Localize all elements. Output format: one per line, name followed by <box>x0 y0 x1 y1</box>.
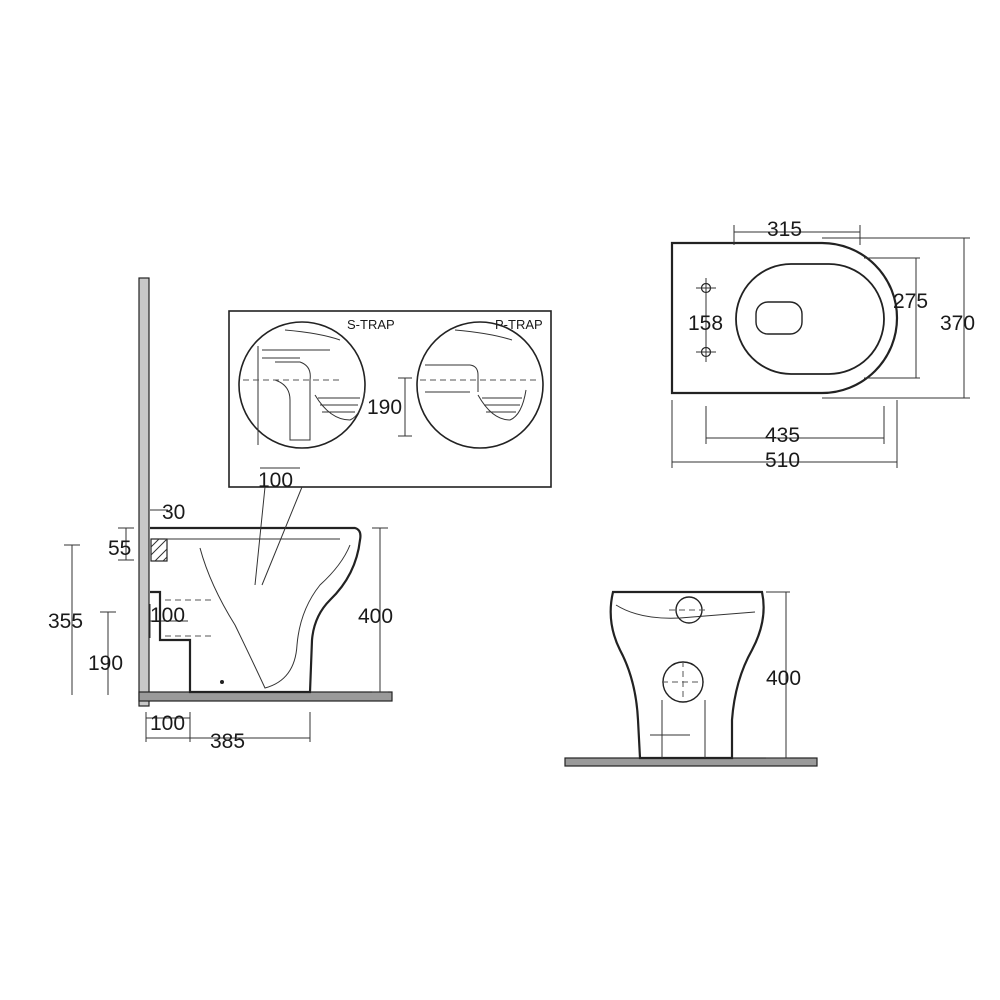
detail-box <box>228 310 552 488</box>
seat-oval <box>735 263 885 375</box>
top-view: 315 275 370 158 435 510 <box>670 218 975 472</box>
toilet-side-profile <box>150 526 362 694</box>
dim-355: 355 <box>48 610 83 633</box>
trap-detail: S-TRAP 100 P-TRAP 190 <box>228 310 552 586</box>
dim-315: 315 <box>767 218 802 241</box>
dim-190-detail: 190 <box>367 396 402 419</box>
front-outline <box>609 590 765 760</box>
dim-385: 385 <box>210 730 245 753</box>
p-trap-detail: P-TRAP 190 <box>367 317 544 449</box>
front-floor <box>564 757 818 767</box>
dim-100-inlet: 100 <box>150 604 185 627</box>
front-view: 400 <box>564 590 818 767</box>
dim-435: 435 <box>765 424 800 447</box>
dim-100-wall: 100 <box>150 712 185 735</box>
bowl-inner <box>199 544 351 689</box>
dim-190: 190 <box>88 652 123 675</box>
dim-275: 275 <box>893 290 928 313</box>
fixing-holes <box>696 278 716 362</box>
dim-55: 55 <box>108 537 131 560</box>
s-trap-detail: S-TRAP 100 <box>238 317 395 492</box>
dim-400-front: 400 <box>766 667 801 690</box>
wall <box>138 277 150 707</box>
dim-400-side: 400 <box>358 605 393 628</box>
s-trap-label: S-TRAP <box>347 317 395 332</box>
dim-100-detail: 100 <box>258 469 293 492</box>
dim-370: 370 <box>940 312 975 335</box>
dim-158: 158 <box>688 312 723 335</box>
side-view: 30 55 355 100 190 400 100 385 <box>48 277 393 753</box>
dim-30: 30 <box>162 501 185 524</box>
floor <box>138 691 393 702</box>
top-outline <box>670 241 899 395</box>
p-trap-label: P-TRAP <box>495 317 543 332</box>
bowl-opening <box>755 301 803 335</box>
dim-510: 510 <box>765 449 800 472</box>
